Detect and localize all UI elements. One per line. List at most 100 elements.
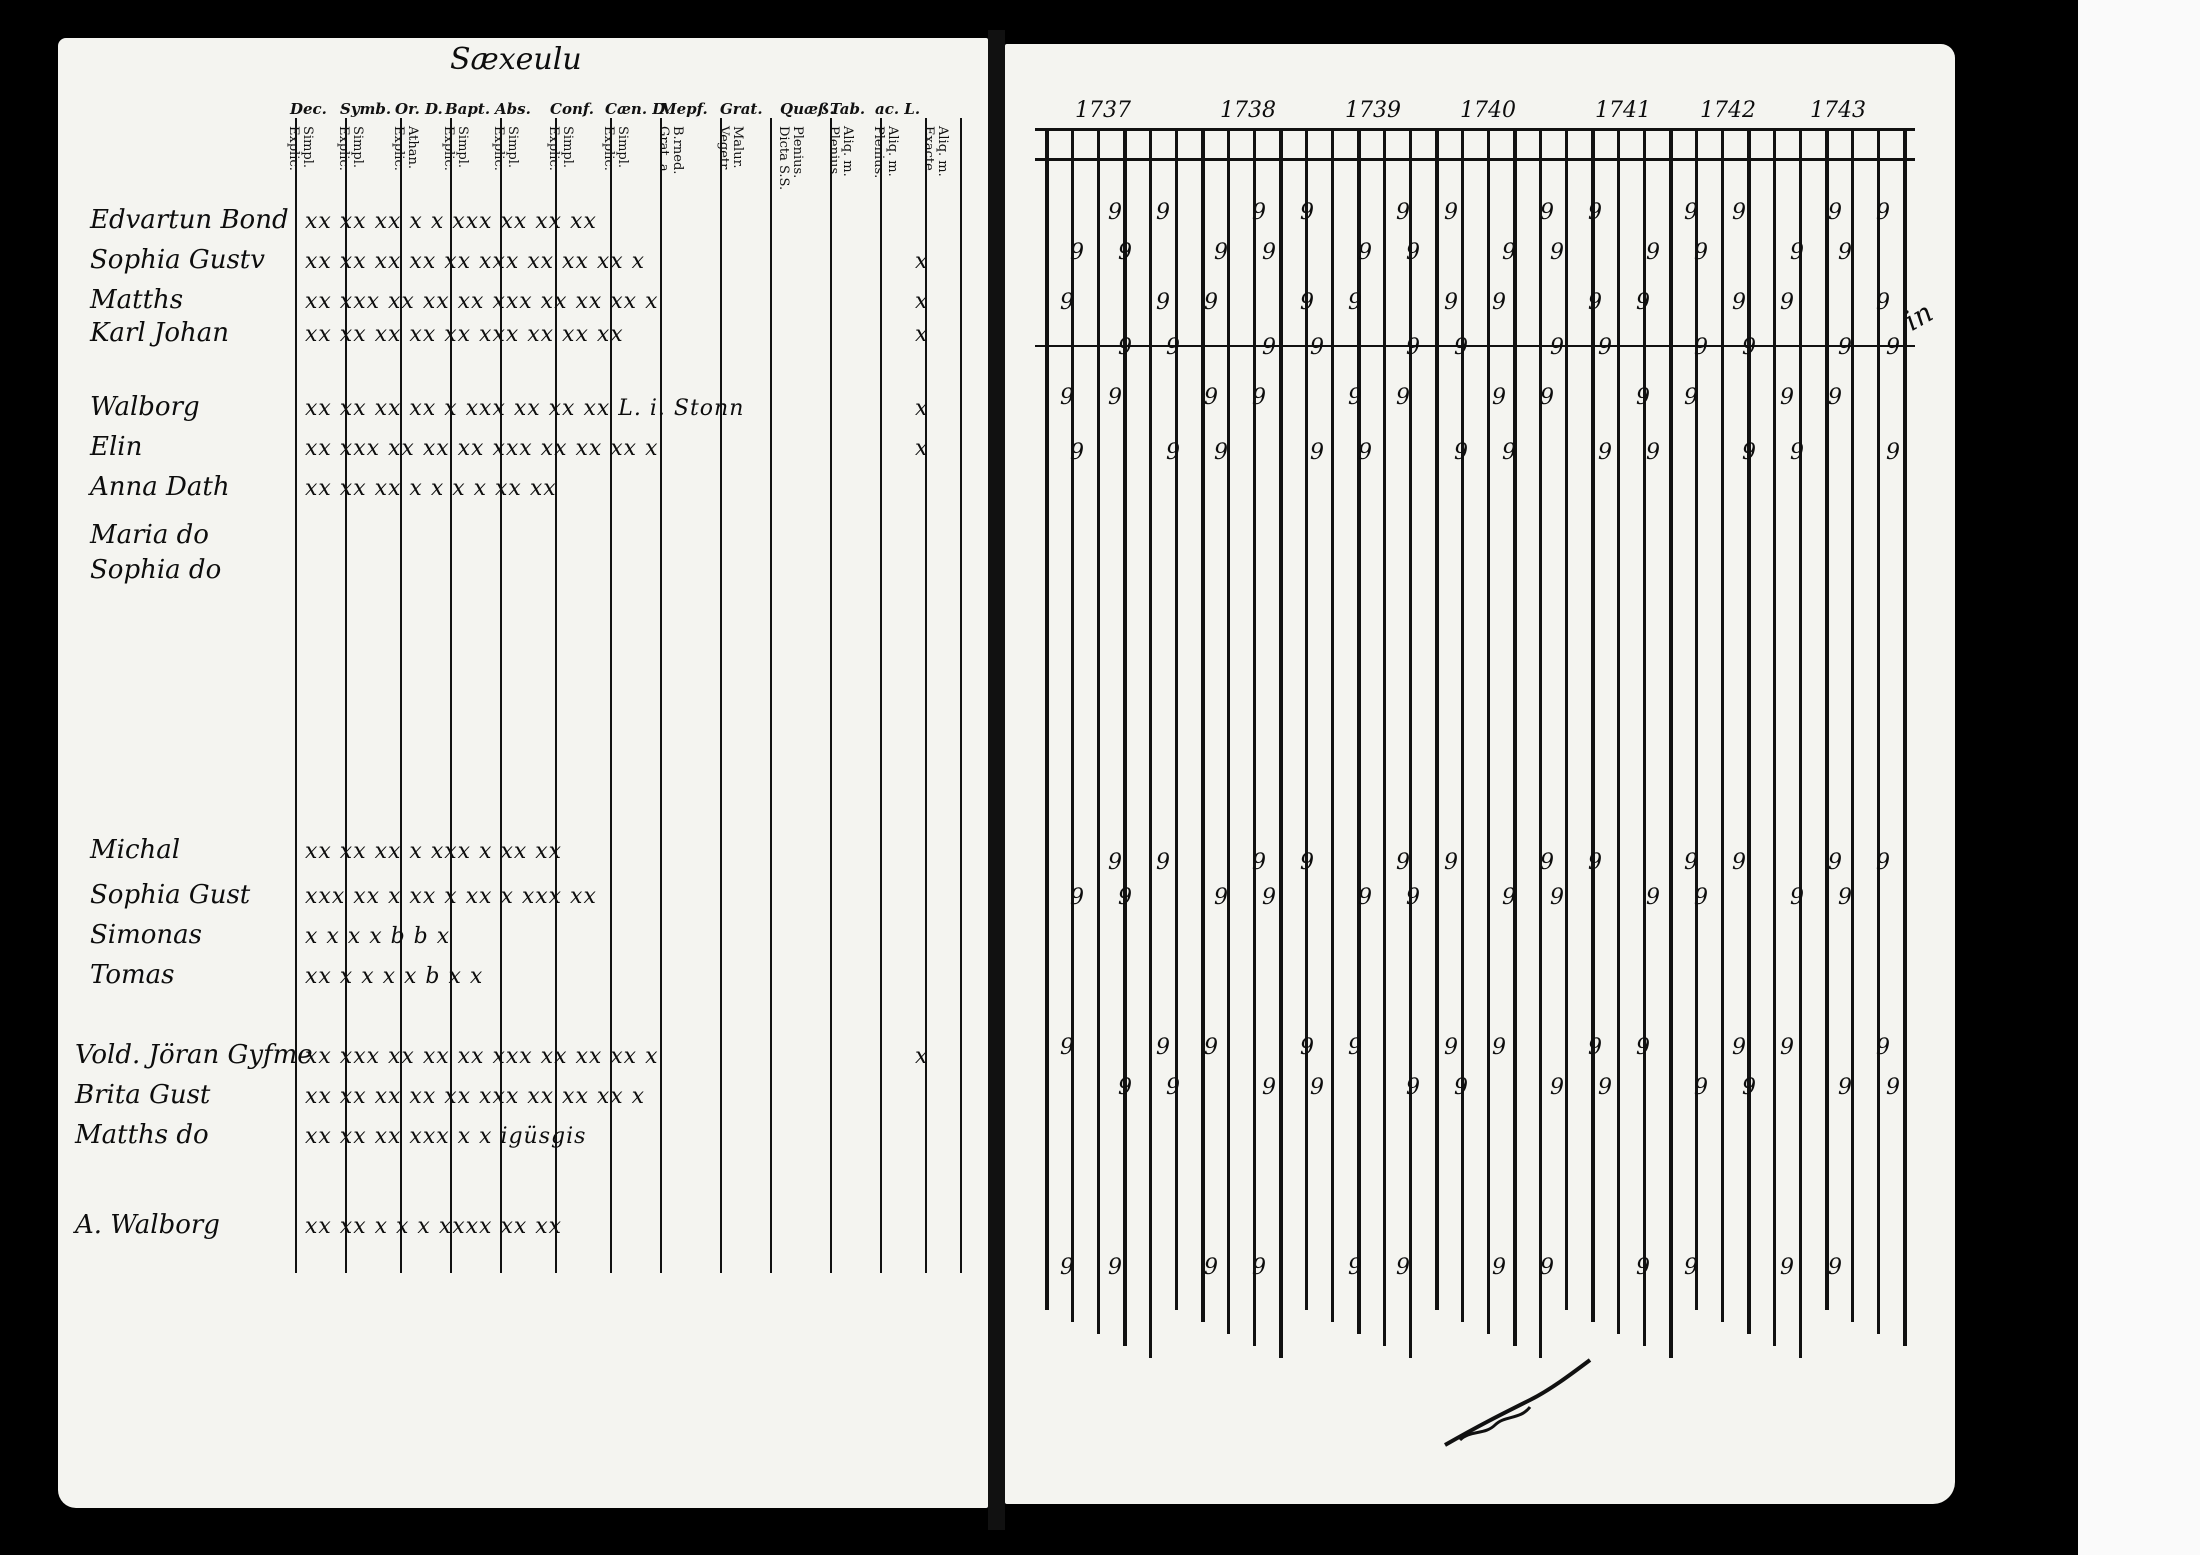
record-mark: 9: [1444, 200, 1458, 225]
record-mark: 9: [1742, 1075, 1756, 1100]
column-rule: [610, 118, 612, 1273]
record-mark: 9: [1886, 440, 1900, 465]
column-subheader: Dicta S.S.: [776, 126, 791, 191]
record-mark: 9: [1550, 335, 1564, 360]
row-name: Vold. Jöran Gyfme: [75, 1040, 313, 1070]
row-end-mark: x: [915, 249, 929, 274]
record-mark: 9: [1636, 385, 1650, 410]
record-mark: 9: [1358, 440, 1372, 465]
record-mark: 9: [1732, 200, 1746, 225]
record-mark: 9: [1684, 850, 1698, 875]
record-mark: 9: [1204, 1035, 1218, 1060]
scan-margin: [2078, 0, 2200, 1555]
row-name: Michal: [90, 835, 181, 865]
column-subheader: Aliq. m.: [935, 126, 950, 177]
record-mark: 9: [1252, 850, 1266, 875]
year-label: 1743: [1810, 98, 1866, 123]
column-subheader: Simpl.: [300, 126, 315, 169]
record-mark: 9: [1838, 1075, 1852, 1100]
row-name: Sophia Gust: [90, 880, 251, 910]
record-mark: 9: [1118, 240, 1132, 265]
record-mark: 9: [1598, 440, 1612, 465]
row-name: Edvartun Bond: [90, 205, 289, 235]
ledger-column-rule: [1201, 130, 1205, 1322]
ledger-column-rule: [1825, 130, 1829, 1310]
record-mark: 9: [1732, 1035, 1746, 1060]
record-mark: 9: [1492, 1035, 1506, 1060]
record-mark: 9: [1780, 385, 1794, 410]
ledger-column-rule: [1097, 130, 1100, 1334]
record-mark: 9: [1396, 1255, 1410, 1280]
column-header: Tab.: [830, 100, 866, 118]
record-mark: 9: [1118, 1075, 1132, 1100]
record-mark: 9: [1540, 200, 1554, 225]
record-mark: 9: [1358, 885, 1372, 910]
record-mark: 9: [1588, 290, 1602, 315]
column-subheader: Exacte: [921, 126, 936, 171]
record-mark: 9: [1742, 335, 1756, 360]
record-mark: 9: [1108, 1255, 1122, 1280]
row-marks: xx xx xx xxx x x igüsgis: [305, 1124, 587, 1149]
row-name: Brita Gust: [75, 1080, 211, 1110]
record-mark: 9: [1396, 200, 1410, 225]
row-name: Elin: [90, 432, 143, 462]
record-mark: 9: [1108, 200, 1122, 225]
row-name: Tomas: [90, 960, 175, 990]
column-rule: [660, 118, 662, 1273]
book-binding: [988, 30, 1005, 1530]
record-mark: 9: [1070, 885, 1084, 910]
right-page: [1005, 44, 1955, 1504]
year-header-rule: [1035, 128, 1915, 131]
column-subheader: Explic.: [391, 126, 406, 171]
record-mark: 9: [1636, 1255, 1650, 1280]
record-mark: 9: [1204, 385, 1218, 410]
record-mark: 9: [1262, 240, 1276, 265]
column-subheader: Plenius.: [871, 126, 886, 179]
year-label: 1742: [1700, 98, 1756, 123]
record-mark: 9: [1252, 385, 1266, 410]
column-header: Abs.: [495, 100, 531, 118]
row-name: Walborg: [90, 392, 200, 422]
record-mark: 9: [1646, 440, 1660, 465]
row-marks: xx xx x x x xxxx xx xx: [305, 1214, 563, 1239]
ledger-column-rule: [1409, 130, 1412, 1358]
ledger-column-rule: [1591, 130, 1595, 1322]
record-mark: 9: [1214, 885, 1228, 910]
row-name: Karl Johan: [90, 318, 230, 348]
record-mark: 9: [1214, 240, 1228, 265]
record-mark: 9: [1406, 885, 1420, 910]
column-header: Dec.: [290, 100, 327, 118]
column-subheader: Athan.: [405, 126, 420, 170]
column-rule: [770, 118, 772, 1273]
ledger-column-rule: [1357, 130, 1361, 1334]
record-mark: 9: [1502, 440, 1516, 465]
column-header: Cæn. D.: [605, 100, 670, 118]
row-name: Maria do: [90, 520, 209, 550]
year-label: 1738: [1220, 98, 1276, 123]
record-mark: 9: [1214, 440, 1228, 465]
ledger-rule: [1035, 345, 1915, 347]
row-marks: xx xxx xx xx xx xxx xx xx xx x: [305, 1044, 659, 1069]
record-mark: 9: [1252, 1255, 1266, 1280]
record-mark: 9: [1684, 385, 1698, 410]
column-subheader: Malur.: [730, 126, 745, 169]
row-marks: xx xx xx x xxx x xx xx: [305, 839, 563, 864]
ledger-column-rule: [1461, 130, 1464, 1322]
ledger-column-rule: [1071, 130, 1074, 1322]
record-mark: 9: [1454, 440, 1468, 465]
row-marks: xx xx xx x x x x xx xx: [305, 476, 557, 501]
row-marks: xx xxx xx xx xx xxx xx xx xx x: [305, 436, 659, 461]
record-mark: 9: [1166, 335, 1180, 360]
record-mark: 9: [1598, 335, 1612, 360]
ledger-column-rule: [1305, 130, 1308, 1310]
column-header: Bapt.: [445, 100, 491, 118]
ledger-column-rule: [1227, 130, 1230, 1334]
column-header: Conf.: [550, 100, 594, 118]
column-rule: [925, 118, 927, 1273]
ledger-column-rule: [1721, 130, 1724, 1322]
column-rule: [400, 118, 402, 1273]
record-mark: 9: [1646, 240, 1660, 265]
ledger-column-rule: [1383, 130, 1386, 1346]
record-mark: 9: [1300, 1035, 1314, 1060]
record-mark: 9: [1108, 385, 1122, 410]
